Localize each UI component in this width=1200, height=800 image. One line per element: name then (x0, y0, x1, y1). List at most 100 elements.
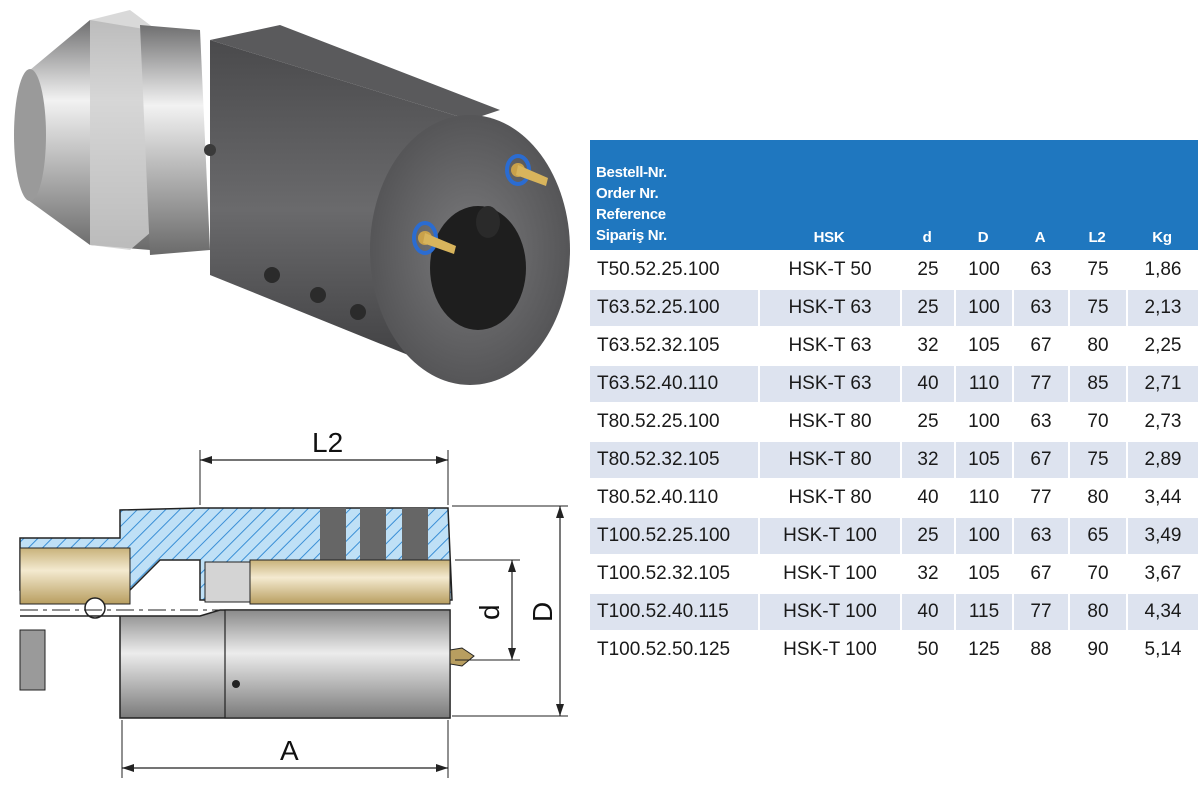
hsk-taper-shank (14, 10, 210, 255)
cell-D: 115 (954, 592, 1012, 630)
cell-ref: T80.52.25.100 (590, 402, 758, 440)
header-l2: L2 (1068, 140, 1126, 250)
cell-ref: T100.52.25.100 (590, 516, 758, 554)
cell-l2: 75 (1068, 250, 1126, 288)
cell-d: 32 (900, 554, 954, 592)
cell-a: 63 (1012, 516, 1068, 554)
cell-a: 88 (1012, 630, 1068, 668)
header-kg: Kg (1126, 140, 1198, 250)
cell-hsk: HSK-T 100 (758, 592, 900, 630)
section-steel (19, 609, 475, 719)
cell-kg: 5,14 (1126, 630, 1198, 668)
cell-ref: T100.52.40.115 (590, 592, 758, 630)
cell-d: 25 (900, 288, 954, 326)
cell-kg: 3,49 (1126, 516, 1198, 554)
cell-d: 25 (900, 402, 954, 440)
dimension-d-large: D (452, 505, 568, 717)
cell-kg: 4,34 (1126, 592, 1198, 630)
cell-D: 100 (954, 288, 1012, 326)
cell-hsk: HSK-T 100 (758, 516, 900, 554)
cell-d: 40 (900, 478, 954, 516)
cell-d: 25 (900, 250, 954, 288)
header-reference-line: Sipariş Nr. (596, 227, 667, 244)
cell-kg: 2,71 (1126, 364, 1198, 402)
cell-l2: 80 (1068, 478, 1126, 516)
header-a: A (1012, 140, 1068, 250)
header-reference-line: Bestell-Nr. (596, 164, 667, 181)
cell-l2: 70 (1068, 554, 1126, 592)
cell-D: 125 (954, 630, 1012, 668)
cell-D: 100 (954, 402, 1012, 440)
cell-a: 67 (1012, 554, 1068, 592)
cell-hsk: HSK-T 50 (758, 250, 900, 288)
technical-drawing: L2 d D (19, 427, 568, 778)
cell-hsk: HSK-T 80 (758, 478, 900, 516)
cell-kg: 3,67 (1126, 554, 1198, 592)
header-reference-line: Reference (596, 206, 666, 223)
cell-a: 67 (1012, 440, 1068, 478)
cell-hsk: HSK-T 80 (758, 402, 900, 440)
header-d: d (900, 140, 954, 250)
cell-d: 40 (900, 364, 954, 402)
cell-ref: T50.52.25.100 (590, 250, 758, 288)
cell-a: 63 (1012, 288, 1068, 326)
label-l2: L2 (312, 427, 343, 458)
cell-d: 40 (900, 592, 954, 630)
product-image (14, 10, 570, 385)
header-reference: Bestell-Nr. Order Nr. Reference Sipariş … (590, 140, 758, 250)
cell-l2: 80 (1068, 326, 1126, 364)
cell-l2: 65 (1068, 516, 1126, 554)
cell-D: 100 (954, 516, 1012, 554)
cell-hsk: HSK-T 100 (758, 630, 900, 668)
cell-hsk: HSK-T 63 (758, 364, 900, 402)
coolant-nozzle-top (505, 154, 548, 186)
dimension-d-small: d (455, 559, 520, 661)
cell-ref: T80.52.32.105 (590, 440, 758, 478)
cell-ref: T63.52.25.100 (590, 288, 758, 326)
cell-a: 67 (1012, 326, 1068, 364)
cell-a: 77 (1012, 592, 1068, 630)
cell-hsk: HSK-T 80 (758, 440, 900, 478)
cell-ref: T63.52.32.105 (590, 326, 758, 364)
cell-ref: T80.52.40.110 (590, 478, 758, 516)
front-face (370, 115, 570, 385)
cell-a: 63 (1012, 402, 1068, 440)
cell-l2: 75 (1068, 440, 1126, 478)
label-a: A (280, 735, 299, 766)
cell-a: 77 (1012, 478, 1068, 516)
cell-D: 105 (954, 326, 1012, 364)
cell-a: 77 (1012, 364, 1068, 402)
cell-ref: T63.52.40.110 (590, 364, 758, 402)
cell-D: 105 (954, 554, 1012, 592)
cell-l2: 75 (1068, 288, 1126, 326)
cell-kg: 2,89 (1126, 440, 1198, 478)
cell-d: 25 (900, 516, 954, 554)
coolant-nozzle-bottom (412, 221, 456, 255)
cell-l2: 90 (1068, 630, 1126, 668)
header-reference-line: Order Nr. (596, 185, 659, 202)
header-D: D (954, 140, 1012, 250)
cell-hsk: HSK-T 63 (758, 326, 900, 364)
label-D: D (527, 602, 558, 622)
cell-a: 63 (1012, 250, 1068, 288)
label-d: d (474, 604, 505, 620)
cell-D: 110 (954, 478, 1012, 516)
cell-ref: T100.52.50.125 (590, 630, 758, 668)
dimension-a: A (121, 720, 449, 778)
cell-kg: 1,86 (1126, 250, 1198, 288)
cell-D: 105 (954, 440, 1012, 478)
cell-kg: 2,13 (1126, 288, 1198, 326)
spec-table: Bestell-Nr. Order Nr. Reference Sipariş … (590, 140, 1198, 668)
cell-kg: 2,25 (1126, 326, 1198, 364)
dimension-l2: L2 (199, 427, 449, 505)
